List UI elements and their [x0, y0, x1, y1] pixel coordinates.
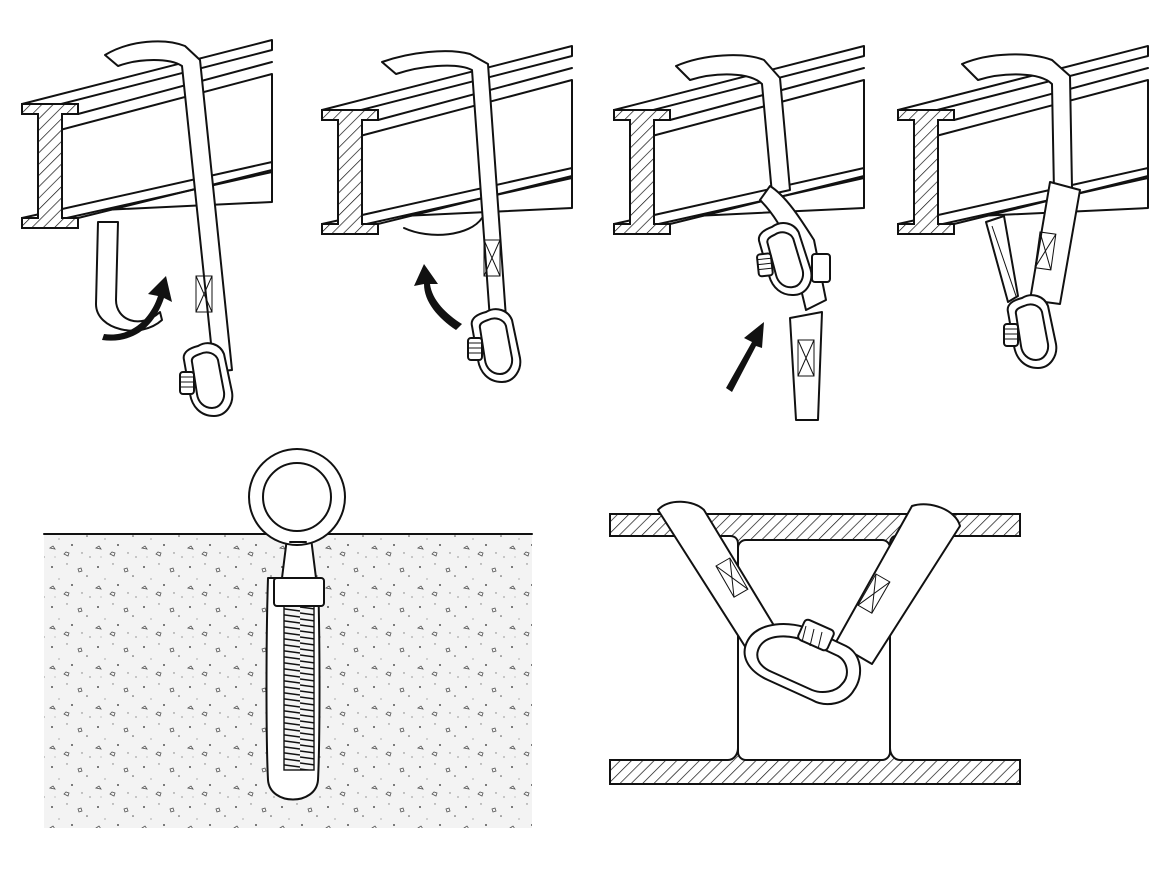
- sling-icon: [961, 53, 1081, 305]
- carabiner-icon: [743, 618, 862, 706]
- curved-arrow-icon: [102, 276, 172, 341]
- i-beam-icon: [321, 45, 573, 235]
- step-3-panel: [613, 45, 865, 421]
- carabiner-icon: [1003, 294, 1058, 369]
- step-4-panel: [897, 45, 1149, 369]
- straight-arrow-icon: [726, 322, 764, 392]
- i-beam-icon: [21, 39, 273, 229]
- sling-icon: [95, 40, 233, 373]
- step-2-panel: [321, 45, 573, 383]
- beam-section-panel: [609, 500, 1021, 785]
- eye-bolt-panel: [43, 448, 533, 828]
- step-1-panel: [21, 39, 273, 417]
- carabiner-icon: [467, 308, 522, 383]
- carabiner-icon: [179, 342, 234, 417]
- curved-arrow-icon: [414, 264, 462, 330]
- eye-bolt-icon: [248, 448, 346, 801]
